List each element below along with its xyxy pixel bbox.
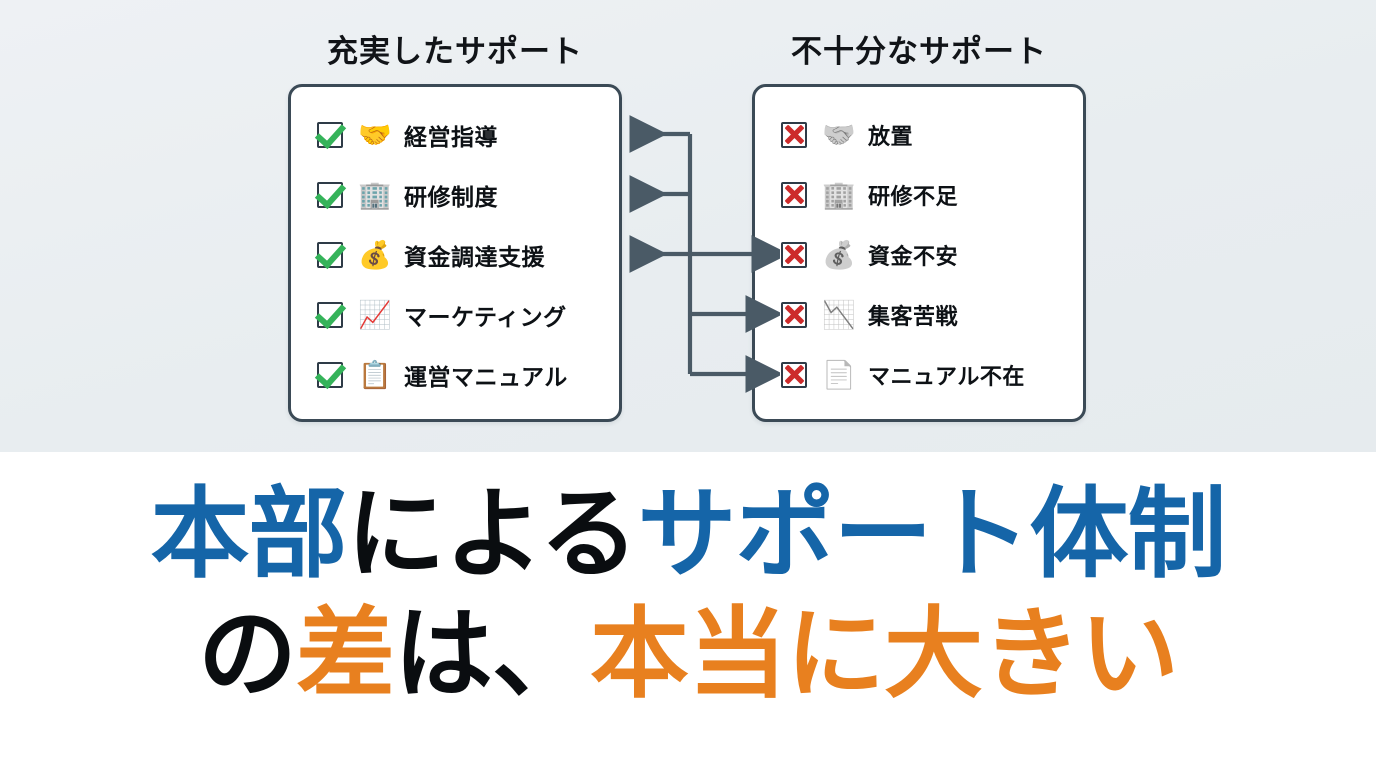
money-bag-icon: 💰	[822, 239, 856, 271]
list-item-label: 運営マニュアル	[404, 364, 568, 390]
list-item: 🤝 放置	[755, 109, 1089, 161]
list-item-label: マニュアル不在	[868, 364, 1025, 389]
right-column-title: 不十分なサポート	[791, 34, 1047, 69]
building-icon: 🏢	[822, 179, 856, 211]
checkbox-checked-icon	[317, 362, 343, 388]
checkbox-cross-icon	[781, 362, 807, 388]
checkbox-cross-icon	[781, 122, 807, 148]
money-bag-icon: 💰	[358, 239, 392, 271]
headline-segment: の	[198, 598, 297, 709]
unsupported-card: 🤝 放置 🏢 研修不足 💰 資金不安 📉 集客苦戦 📄 マニュアル不在	[752, 84, 1086, 422]
checkbox-checked-icon	[317, 122, 343, 148]
list-item: 📉 集客苦戦	[755, 289, 1089, 341]
document-x-icon: 📄	[822, 359, 856, 391]
checkbox-cross-icon	[781, 242, 807, 268]
supported-card: 🤝 経営指導 🏢 研修制度 💰 資金調達支援 📈 マーケティング 📋 運営マニュアル	[288, 84, 622, 422]
list-item-label: 放置	[868, 124, 914, 149]
list-item-label: 資金調達支援	[404, 244, 545, 270]
headline-segment: 本当に大きい	[590, 598, 1179, 709]
list-item: 🏢 研修不足	[755, 169, 1089, 221]
bar-chart-up-icon: 📈	[358, 299, 392, 331]
checkbox-checked-icon	[317, 302, 343, 328]
list-item: 💰 資金不安	[755, 229, 1089, 281]
checkbox-cross-icon	[781, 302, 807, 328]
checkbox-cross-icon	[781, 182, 807, 208]
list-item: 📋 運営マニュアル	[291, 349, 625, 401]
clipboard-icon: 📋	[358, 359, 392, 391]
list-item: 💰 資金調達支援	[291, 229, 625, 281]
left-column-title: 充実したサポート	[327, 34, 583, 69]
headline-segment: 差	[296, 598, 395, 709]
chart-down-icon: 📉	[822, 299, 856, 331]
headline-segment: は、	[394, 598, 591, 709]
connector-arrows	[629, 115, 780, 393]
handshake-icon: 🤝	[822, 119, 856, 151]
headline-line-1: 本部によるサポート体制	[0, 484, 1376, 583]
list-item-label: マーケティング	[404, 304, 567, 330]
list-item-label: 集客苦戦	[868, 304, 959, 329]
checkbox-checked-icon	[317, 182, 343, 208]
handshake-icon: 🤝	[358, 119, 392, 151]
headline-section-background	[0, 452, 1376, 768]
headline-segment: サポート体制	[637, 478, 1227, 589]
list-item: 🏢 研修制度	[291, 169, 625, 221]
headline-segment: 本部	[150, 478, 347, 589]
list-item-label: 研修不足	[868, 184, 959, 209]
list-item-label: 研修制度	[404, 184, 498, 210]
training-icon: 🏢	[358, 179, 392, 211]
headline-segment: による	[346, 478, 638, 589]
list-item-label: 経営指導	[404, 124, 498, 150]
list-item-label: 資金不安	[868, 244, 959, 269]
checkbox-checked-icon	[317, 242, 343, 268]
headline-line-2: の差は、本当に大きい	[0, 604, 1376, 703]
list-item: 🤝 経営指導	[291, 109, 625, 161]
list-item: 📄 マニュアル不在	[755, 349, 1089, 401]
list-item: 📈 マーケティング	[291, 289, 625, 341]
